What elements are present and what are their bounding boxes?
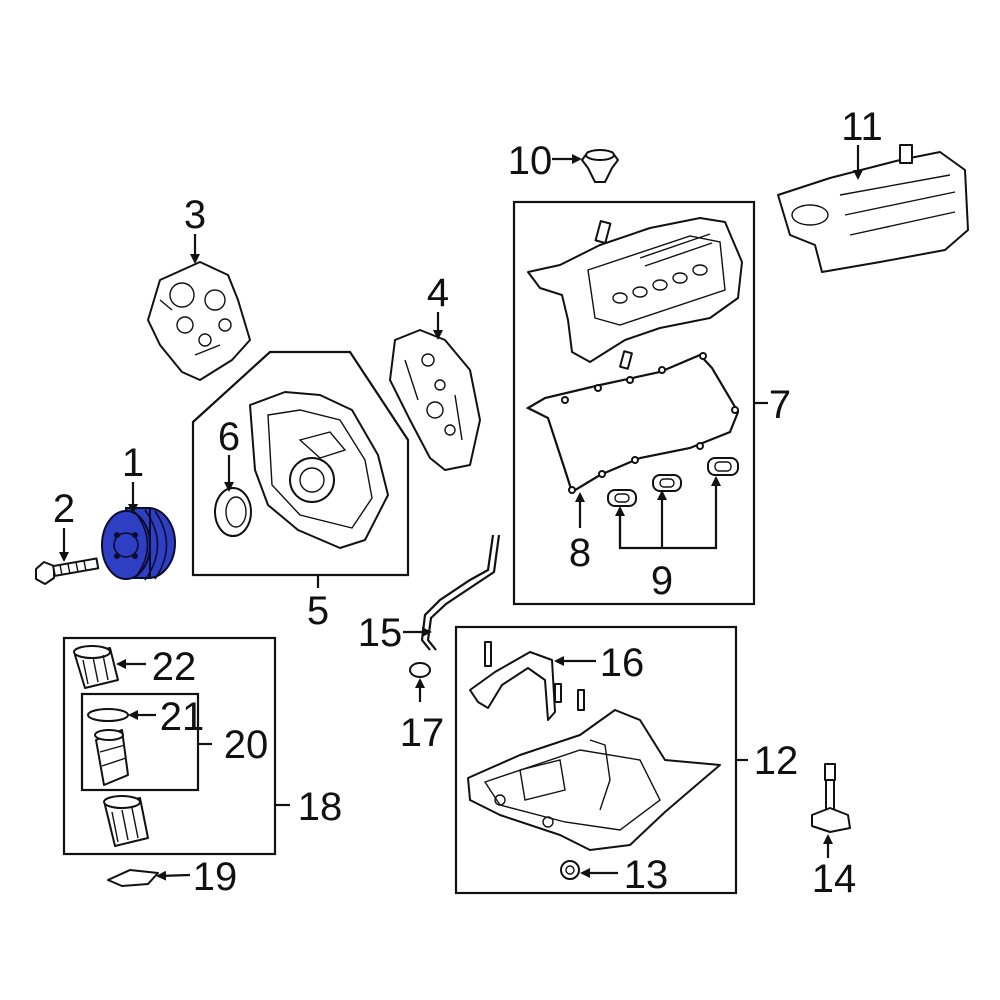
- callout-7: 7: [769, 383, 791, 427]
- callout-labels: 1 2 3 4 5 6 7 8 9 10 11 12 13 14 15 16 1…: [53, 105, 883, 901]
- drain-plug-part: [560, 860, 580, 880]
- pulley-bolt-part: [35, 557, 100, 585]
- callout-22: 22: [152, 645, 197, 689]
- callout-18: 18: [298, 785, 343, 829]
- callout-17: 17: [400, 711, 445, 755]
- callout-6: 6: [218, 415, 240, 459]
- callout-12: 12: [754, 739, 799, 783]
- callout-16: 16: [600, 641, 645, 685]
- oil-level-sensor-part: [811, 763, 851, 833]
- oil-filter-cap-part: [73, 645, 119, 689]
- leader-lines: [59, 145, 863, 881]
- dipstick-tube-part: [420, 534, 501, 651]
- callout-1: 1: [122, 441, 144, 485]
- callout-21: 21: [160, 695, 205, 739]
- callout-15: 15: [358, 611, 403, 655]
- engine-cover-part: [777, 144, 969, 273]
- timing-cover-upper-part: [147, 261, 251, 381]
- callout-14: 14: [812, 857, 857, 901]
- callout-2: 2: [53, 487, 75, 531]
- group-box-20: [80, 692, 200, 792]
- crankshaft-seal-part: [214, 487, 252, 537]
- callout-11: 11: [841, 105, 883, 149]
- o-ring-part: [409, 662, 431, 678]
- callout-13: 13: [624, 853, 669, 897]
- callout-4: 4: [427, 271, 449, 315]
- callout-10: 10: [508, 139, 553, 183]
- crankshaft-pulley-part[interactable]: [101, 507, 176, 581]
- group-box-18: [62, 636, 277, 856]
- callout-19: 19: [193, 855, 238, 899]
- tube-seals-part: [607, 457, 739, 507]
- oil-filter-housing-part: [103, 795, 149, 847]
- filter-o-ring-part: [87, 708, 129, 722]
- group-box-5: [191, 350, 410, 577]
- callout-3: 3: [184, 193, 206, 237]
- oil-pan-part: [467, 709, 721, 851]
- callout-8: 8: [569, 531, 591, 575]
- callout-5: 5: [307, 589, 329, 633]
- filter-gasket-part: [107, 869, 159, 887]
- oil-filler-cap-part: [581, 149, 619, 183]
- callout-20: 20: [224, 723, 269, 767]
- front-cover-part: [249, 391, 389, 549]
- oil-filter-element-part: [94, 729, 129, 786]
- oil-pickup-tube-part: [469, 641, 585, 721]
- cover-plate-part: [389, 329, 481, 471]
- valve-cover-gasket-part: [525, 352, 740, 494]
- valve-cover-part: [527, 217, 743, 370]
- callout-9: 9: [651, 559, 673, 603]
